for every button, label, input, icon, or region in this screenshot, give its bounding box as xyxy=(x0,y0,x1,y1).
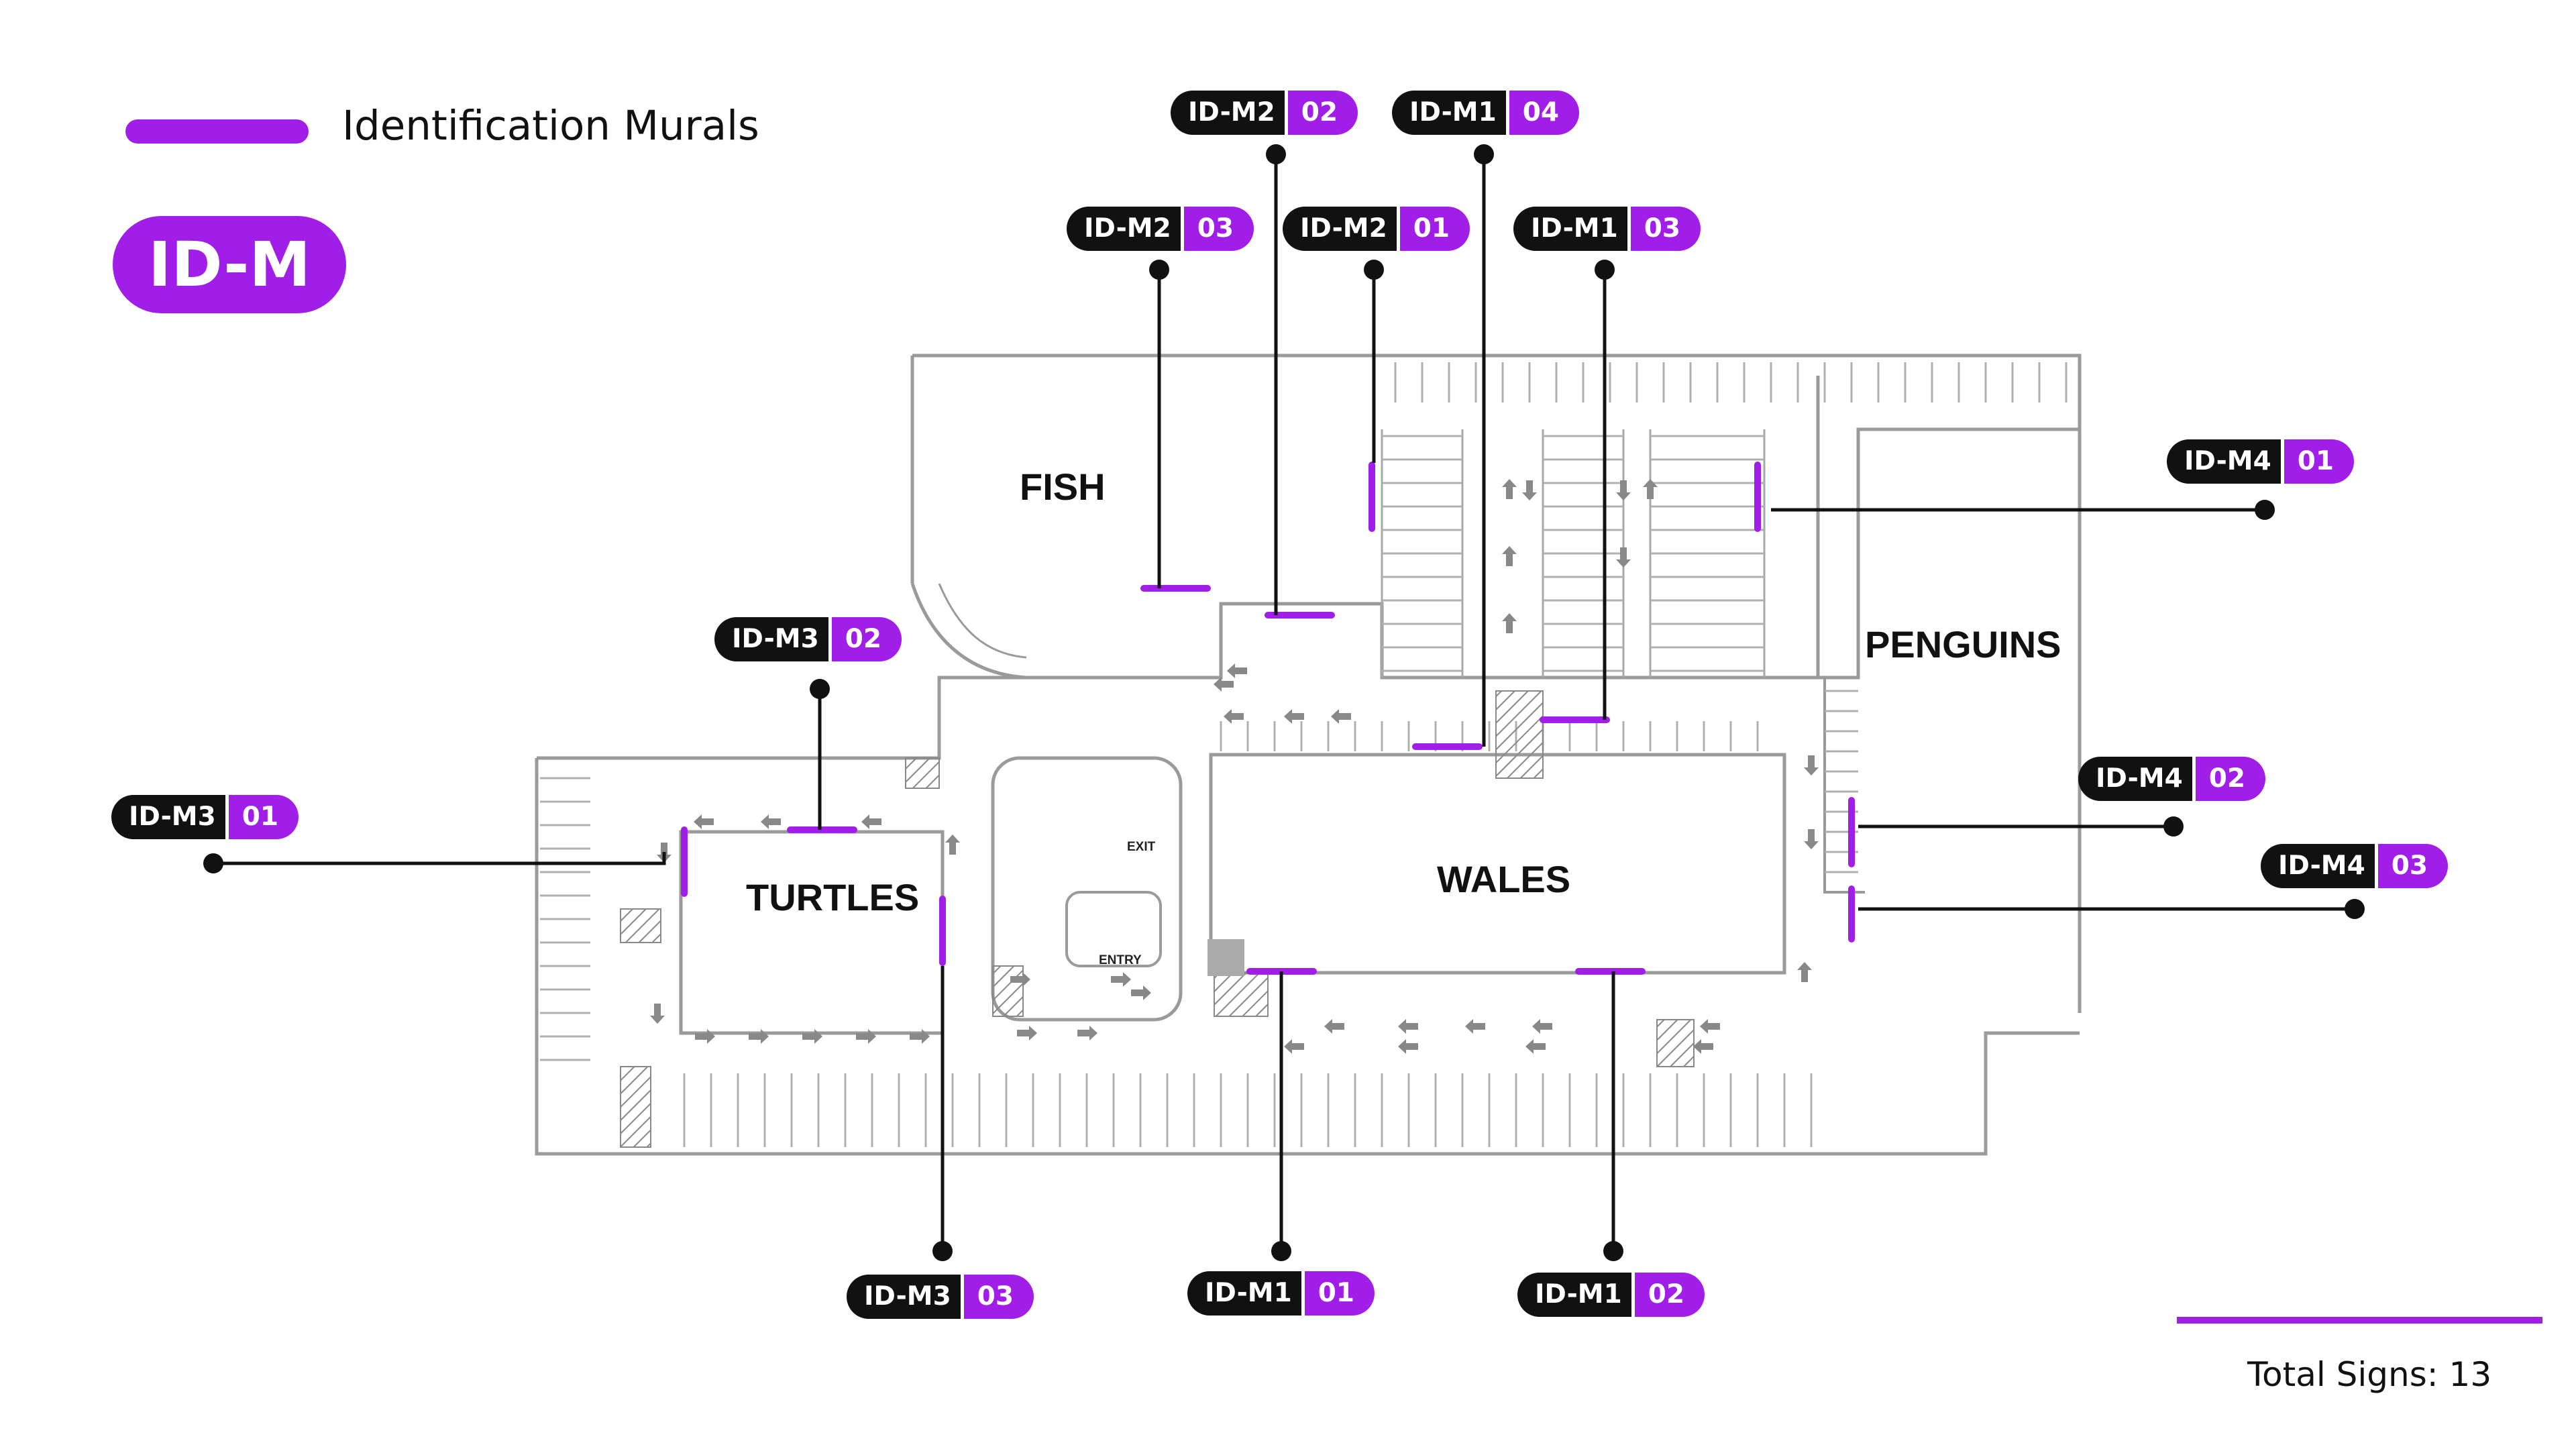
tag-number: 01 xyxy=(1301,1271,1375,1316)
direction-arrow xyxy=(1797,962,1812,982)
direction-arrow xyxy=(1284,709,1304,724)
tag-code: ID-M1 xyxy=(1513,207,1627,251)
direction-arrow xyxy=(1502,479,1517,499)
turtles-block xyxy=(679,830,945,1035)
direction-arrow xyxy=(861,814,881,829)
tag-number: 02 xyxy=(1631,1273,1705,1317)
direction-arrow xyxy=(945,835,960,855)
exit-label: EXIT xyxy=(1127,840,1156,854)
fish-curve-wall xyxy=(910,583,1027,680)
entry-label: ENTRY xyxy=(1099,953,1142,967)
direction-arrow xyxy=(910,1029,930,1044)
legend-label: Identification Murals xyxy=(342,102,759,150)
zone-turtles: TURTLES xyxy=(746,876,919,918)
direction-arrow xyxy=(1010,972,1030,987)
tag-code: ID-M2 xyxy=(1067,207,1181,251)
tag-code: ID-M4 xyxy=(2167,439,2281,484)
direction-arrow xyxy=(1693,1039,1713,1054)
tag-number: 03 xyxy=(1627,207,1701,251)
tag-number: 01 xyxy=(2280,439,2355,484)
direction-arrow xyxy=(1465,1019,1485,1034)
direction-arrow xyxy=(650,1004,665,1024)
direction-arrow xyxy=(694,814,714,829)
tag-code: ID-M1 xyxy=(1392,91,1506,135)
direction-arrow xyxy=(1616,547,1631,568)
direction-arrow xyxy=(1502,546,1517,566)
tag-code: ID-M3 xyxy=(111,795,225,839)
tag-code: ID-M1 xyxy=(1517,1273,1631,1317)
direction-arrow xyxy=(1616,480,1631,500)
tag-number: 04 xyxy=(1505,91,1580,135)
direction-arrow xyxy=(1804,829,1819,849)
direction-arrow xyxy=(1077,1026,1097,1040)
tag-number: 01 xyxy=(225,795,299,839)
tag-code: ID-M2 xyxy=(1171,91,1285,135)
tag-code: ID-M2 xyxy=(1283,207,1397,251)
tag-number: 03 xyxy=(2374,844,2449,888)
tag-number: 03 xyxy=(960,1275,1034,1319)
tag-code: ID-M4 xyxy=(2078,757,2192,801)
direction-arrow xyxy=(1227,663,1247,678)
direction-arrow xyxy=(1331,709,1351,724)
direction-arrow xyxy=(1700,1019,1720,1034)
direction-arrow xyxy=(749,1029,769,1044)
tag-number: 02 xyxy=(1284,91,1358,135)
zone-penguins: PENGUINS xyxy=(1865,623,2061,665)
tag-number: 02 xyxy=(828,617,902,661)
zone-wales: WALES xyxy=(1437,858,1570,900)
direction-arrow xyxy=(1643,479,1658,499)
direction-arrow xyxy=(1502,613,1517,633)
direction-arrow xyxy=(1804,755,1819,775)
category-badge: ID-M xyxy=(113,216,346,313)
direction-arrow xyxy=(695,1029,715,1044)
legend-swatch xyxy=(125,119,309,144)
direction-arrow xyxy=(1131,985,1151,1000)
tag-number: 03 xyxy=(1180,207,1254,251)
direction-arrow xyxy=(802,1029,822,1044)
tag-code: ID-M4 xyxy=(2261,844,2375,888)
building-outline xyxy=(535,354,2082,1156)
tag-number: 01 xyxy=(1396,207,1470,251)
direction-arrow xyxy=(1522,480,1537,500)
total-divider xyxy=(2177,1317,2542,1324)
leader-dots xyxy=(203,144,2365,1261)
direction-arrow xyxy=(1111,972,1131,987)
direction-arrow xyxy=(1324,1019,1344,1034)
tag-code: ID-M3 xyxy=(847,1275,961,1319)
direction-arrow xyxy=(1532,1019,1552,1034)
tag-code: ID-M1 xyxy=(1187,1271,1301,1316)
zone-fish: FISH xyxy=(1020,466,1106,508)
direction-arrow xyxy=(1284,1039,1304,1054)
mural-markers xyxy=(681,462,1855,975)
direction-arrow xyxy=(761,814,781,829)
direction-arrow xyxy=(1017,1026,1037,1040)
direction-arrow xyxy=(1525,1039,1546,1054)
leader-lines xyxy=(213,154,2355,1251)
direction-arrow xyxy=(1214,677,1234,692)
tag-code: ID-M3 xyxy=(714,617,828,661)
direction-arrow xyxy=(856,1029,876,1044)
total-signs: Total Signs: 13 xyxy=(2247,1355,2492,1394)
tag-number: 02 xyxy=(2192,757,2266,801)
direction-arrow xyxy=(1398,1039,1418,1054)
direction-arrow xyxy=(1398,1019,1418,1034)
direction-arrow xyxy=(1224,709,1244,724)
